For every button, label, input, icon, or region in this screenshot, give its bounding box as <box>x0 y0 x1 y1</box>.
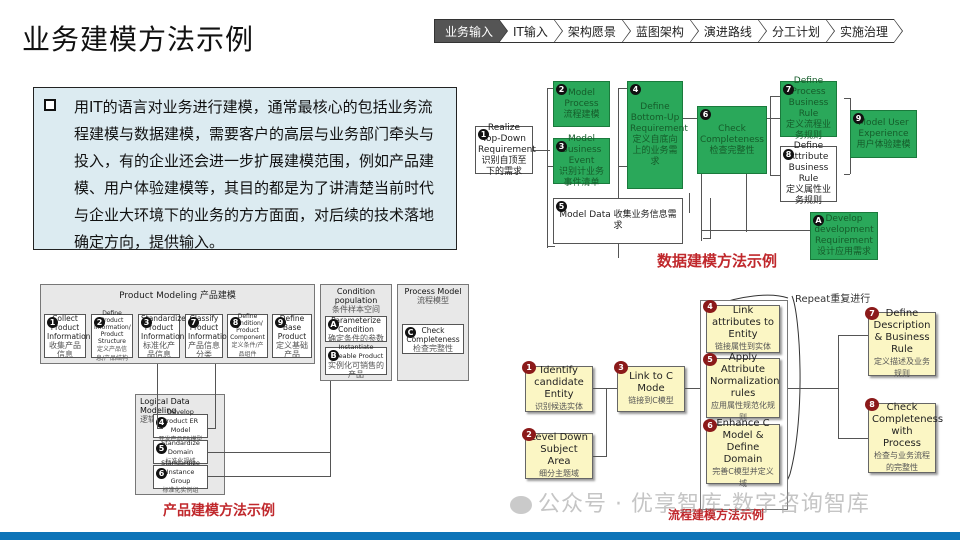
process-modeling-caption: 流程建模方法示例 <box>668 508 765 522</box>
dm-step-9: 9 Model User Experience 用户体验建模 <box>850 110 917 158</box>
intro-text: 用IT的语言对业务进行建模，通常最核心的包括业务流程建模与数据建模，需要客户的高… <box>74 98 435 251</box>
nav-step-blueprint[interactable]: 蓝图架构 <box>621 19 699 43</box>
data-modeling-diagram: 1 Realize Top-Down Requirement 识别自顶至下的需求… <box>470 76 950 268</box>
dm-step-a: A Develop development Requirement 设计应用需求 <box>810 212 878 260</box>
product-modeling-caption: 产品建模方法示例 <box>163 503 275 519</box>
wechat-icon <box>510 496 532 514</box>
dm-step-1: 1 Realize Top-Down Requirement 识别自顶至下的需求 <box>475 123 536 177</box>
nav-step-architecture-vision[interactable]: 架构愿景 <box>553 19 631 43</box>
watermark: 公众号 · 优享智库-数字咨询智库 <box>510 486 870 518</box>
repeat-label: Repeat重复进行 <box>795 294 871 305</box>
checkbox-bullet-icon <box>44 99 56 111</box>
dm-step-7: 7 Define Process Business Rule 定义流程业务规则 <box>780 76 837 141</box>
dm-step-3: 3 Model Business Event 识别计业务事件清单 <box>553 134 610 188</box>
dm-step-6: 6 Check Completeness 检查完整性 <box>697 106 767 174</box>
nav-step-roadmap[interactable]: 演进路线 <box>689 19 767 43</box>
nav-step-business-input[interactable]: 业务输入 <box>434 19 509 43</box>
intro-box: 用IT的语言对业务进行建模，通常最核心的包括业务流程建模与数据建模，需要客户的高… <box>33 87 457 251</box>
footer-bar <box>0 532 960 540</box>
dm-step-2: 2 Model Process 流程建模 <box>553 81 610 127</box>
dm-step-4: 4 Define Bottom-Up Requirement 定义自底向上的业务… <box>627 81 688 189</box>
nav-step-work-plan[interactable]: 分工计划 <box>757 19 835 43</box>
process-nav: 业务输入 IT输入 架构愿景 蓝图架构 演进路线 分工计划 实施治理 <box>434 19 903 43</box>
page-title: 业务建模方法示例 <box>22 23 255 56</box>
dm-step-5: 5 Model Data 收集业务信息需求 <box>553 198 683 244</box>
nav-step-it-input[interactable]: IT输入 <box>499 19 563 43</box>
dm-step-8: 8 Define Attribute Business Rule 定义属性业务规… <box>780 141 837 206</box>
nav-step-governance[interactable]: 实施治理 <box>825 19 903 43</box>
data-modeling-caption: 数据建模方法示例 <box>657 252 778 270</box>
